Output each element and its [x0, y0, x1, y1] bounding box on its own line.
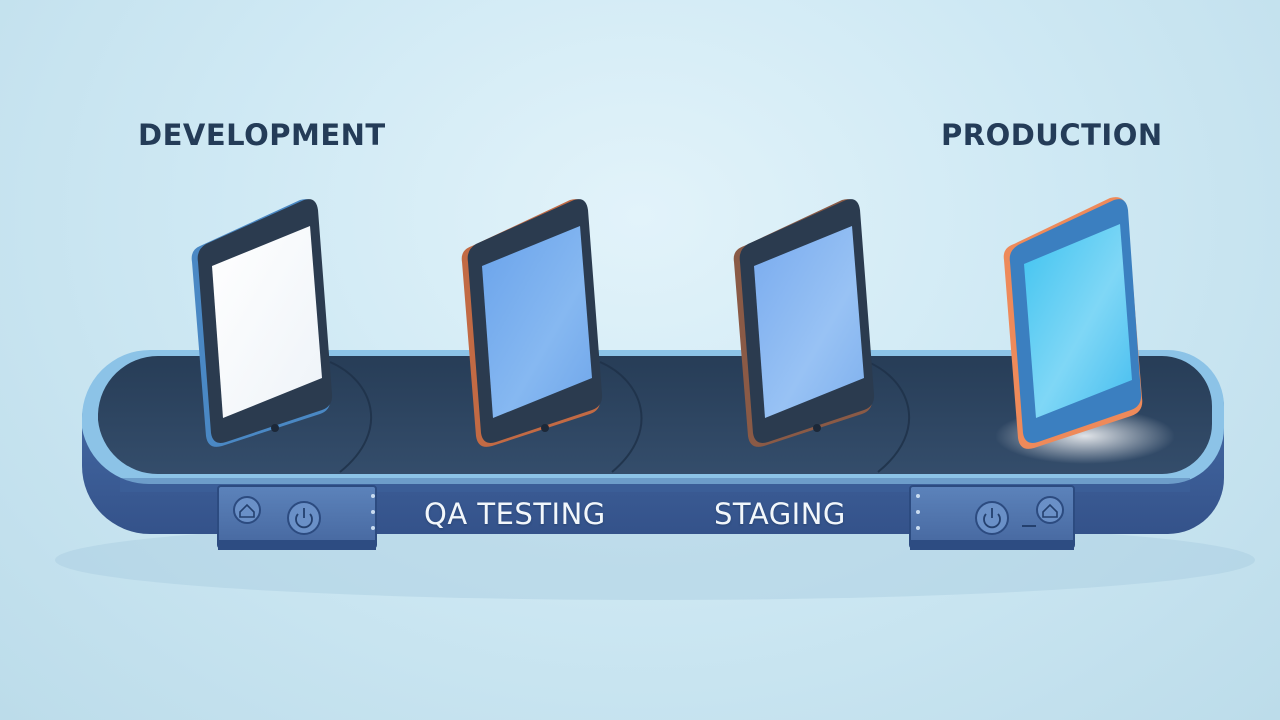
belt-segment-dividers	[329, 361, 910, 473]
stage-label-qa-testing: QA TESTING	[424, 497, 606, 531]
phone-screen-development	[212, 226, 322, 418]
power-icon	[287, 501, 321, 535]
right-control-panel	[909, 485, 1075, 550]
phone-screen-staging	[754, 226, 864, 418]
home-icon	[233, 496, 261, 524]
stage-label-production: PRODUCTION	[941, 118, 1163, 152]
phone-development	[191, 199, 333, 447]
phone-screen-qa	[482, 226, 592, 418]
phone-production	[995, 197, 1175, 464]
phone-qa-testing	[461, 199, 603, 447]
stage-label-development: DEVELOPMENT	[138, 118, 386, 152]
phone-screen-production	[1024, 224, 1132, 418]
stage-label-staging: STAGING	[714, 497, 846, 531]
home-icon	[1036, 496, 1064, 524]
phone-staging	[733, 199, 875, 447]
conveyor-belt	[98, 355, 1212, 475]
power-icon	[975, 501, 1009, 535]
left-control-panel	[217, 485, 377, 550]
